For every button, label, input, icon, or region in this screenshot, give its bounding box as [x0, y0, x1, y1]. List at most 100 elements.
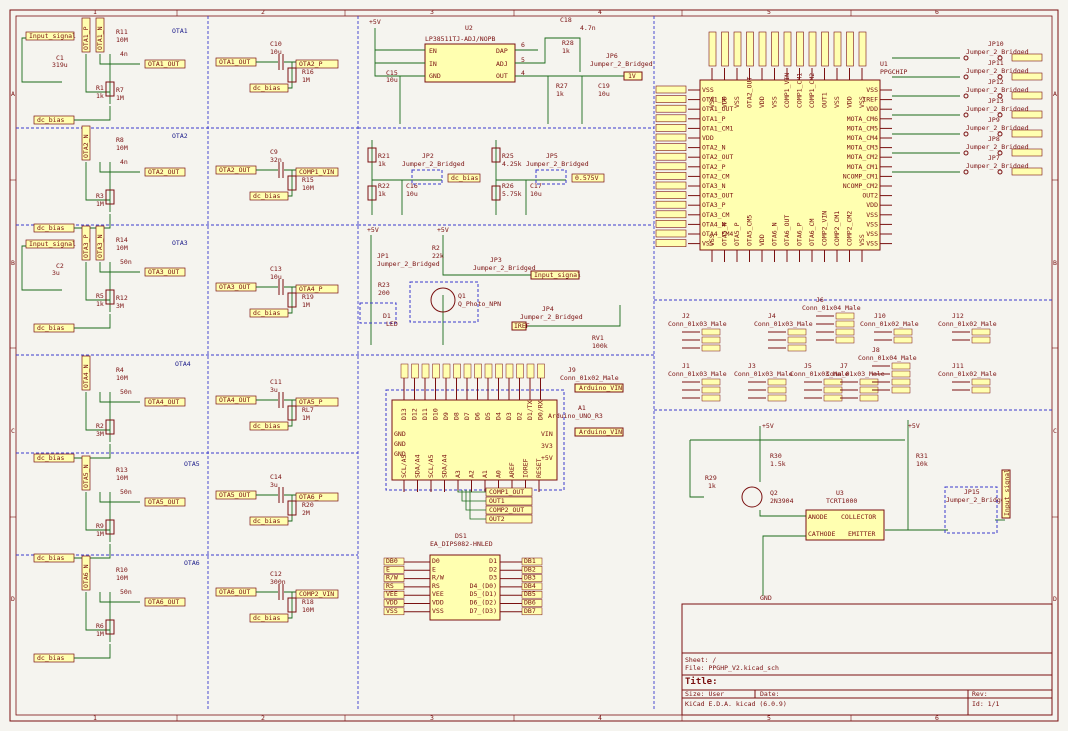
output-jumpers[interactable]: JP10Jumper_2_BridgedJP11Jumper_2_Bridged… — [892, 40, 1043, 176]
chip-pin: COMP1_CM1 — [796, 73, 804, 108]
svg-text:1: 1 — [93, 8, 97, 16]
lcd-net: DB6 — [524, 599, 536, 607]
schematic-label: J1 — [682, 362, 690, 370]
wire — [85, 54, 110, 93]
chip-pin: OTA1_CM1 — [702, 124, 733, 132]
arduino-pin: SCL/A5 — [400, 454, 408, 478]
lcd-net: DB4 — [524, 582, 536, 590]
pin-label: OTA5_N — [82, 464, 90, 488]
svg-text:Date:: Date: — [760, 690, 780, 698]
photo-sensor-circuit[interactable]: +5V +5V JP1 Jumper_2_Bridged R23 200 D1 … — [359, 226, 621, 350]
lcd-pin: VDD — [432, 599, 444, 607]
chip-pin: MOTA_CM6 — [847, 115, 878, 123]
svg-text:C: C — [1053, 427, 1057, 435]
divider-2[interactable]: R254.25kR265.75kC1710uJP5Jumper_2_Bridge… — [491, 140, 605, 215]
schematic-label: C12 — [270, 570, 282, 578]
wire — [85, 592, 110, 631]
arduino-pin: AREF — [508, 462, 516, 478]
chip-pin: MOTA_CM3 — [847, 144, 878, 152]
svg-text:U3: U3 — [836, 489, 844, 497]
schematic-label: R18 — [302, 598, 314, 606]
schematic-label: OTA4_P — [299, 285, 323, 293]
schematic-label: dc_bias — [253, 84, 280, 92]
wire — [99, 54, 140, 65]
schematic-label: 319u — [52, 61, 68, 69]
optocoupler-circuit[interactable]: R29 1k R30 1.5k Q2 2N3904 U3 TCRT1000 AN… — [689, 420, 1011, 602]
svg-text:A1: A1 — [578, 404, 586, 412]
divider-1[interactable]: R211kR221kC1610uJP2Jumper_2_Bridgeddc_bi… — [367, 140, 481, 215]
row-labels: A B C D A B C D — [11, 90, 1057, 603]
u3-body — [805, 509, 885, 541]
schematic-label: 50n — [120, 258, 132, 266]
svg-text:Q1: Q1 — [458, 292, 466, 300]
arduino-pin: VIN — [541, 430, 553, 438]
pin-label: OTA4_N — [82, 364, 90, 388]
svg-text:Sheet: /: Sheet: / — [685, 656, 716, 664]
ppg-chip-u1[interactable]: U1 PPGCHIP VSSOTA1_NOTA1_OUTOTA1_POTA1_C… — [655, 31, 907, 262]
svg-text:ADJ: ADJ — [496, 60, 508, 68]
svg-text:A: A — [11, 90, 15, 98]
regulator-u2[interactable]: U2 LP38511TJ-ADJ/NOPB EN IN GND DAP ADJ … — [369, 16, 653, 124]
bias-dividers[interactable]: R211kR221kC1610uJP2Jumper_2_Bridgeddc_bi… — [367, 140, 605, 215]
lcd-pin: D2 — [489, 565, 497, 573]
wire — [85, 392, 110, 431]
svg-text:10u: 10u — [386, 76, 398, 84]
schematic-label: 3u — [52, 269, 60, 277]
schematic-label: OTA6_P — [299, 493, 323, 501]
chip-pin: NCOMP_CM2 — [843, 182, 878, 190]
svg-text:COLLECTOR: COLLECTOR — [841, 513, 876, 521]
arduino-net: OUT2 — [489, 515, 505, 523]
svg-text:TCRT1000: TCRT1000 — [826, 497, 857, 505]
pin-label: OTA6_N — [82, 564, 90, 588]
svg-text:Id: 1/1: Id: 1/1 — [972, 700, 999, 708]
arduino-pin: D9 — [442, 412, 450, 420]
arduino-pin: D8 — [453, 412, 461, 420]
schematic-label: R1 — [96, 84, 104, 92]
arduino-pin: 3V3 — [541, 442, 553, 450]
chip-pin: VSS — [866, 230, 878, 238]
arduino-pin: D3 — [505, 412, 513, 420]
svg-text:File: PPGHP_V2.kicad_sch: File: PPGHP_V2.kicad_sch — [685, 664, 779, 672]
coupling-networks[interactable]: OTA1_OUTC1010uR161MOTA2_Pdc_biasOTA2_OUT… — [215, 40, 339, 623]
svg-text:Arduino_VIN: Arduino_VIN — [579, 384, 622, 392]
svg-text:JP6: JP6 — [606, 52, 618, 60]
chip-pin: OTA2_N — [702, 144, 726, 152]
schematic-label: Conn_01x04_Male — [858, 354, 917, 362]
schematic-label: Jumper_2_Bridged — [966, 105, 1029, 113]
arduino-a1[interactable]: A1 Arduino_UNO_R3 J9 Conn_01x02_Male Ard… — [385, 363, 624, 524]
schematic-label: R7 — [116, 86, 124, 94]
